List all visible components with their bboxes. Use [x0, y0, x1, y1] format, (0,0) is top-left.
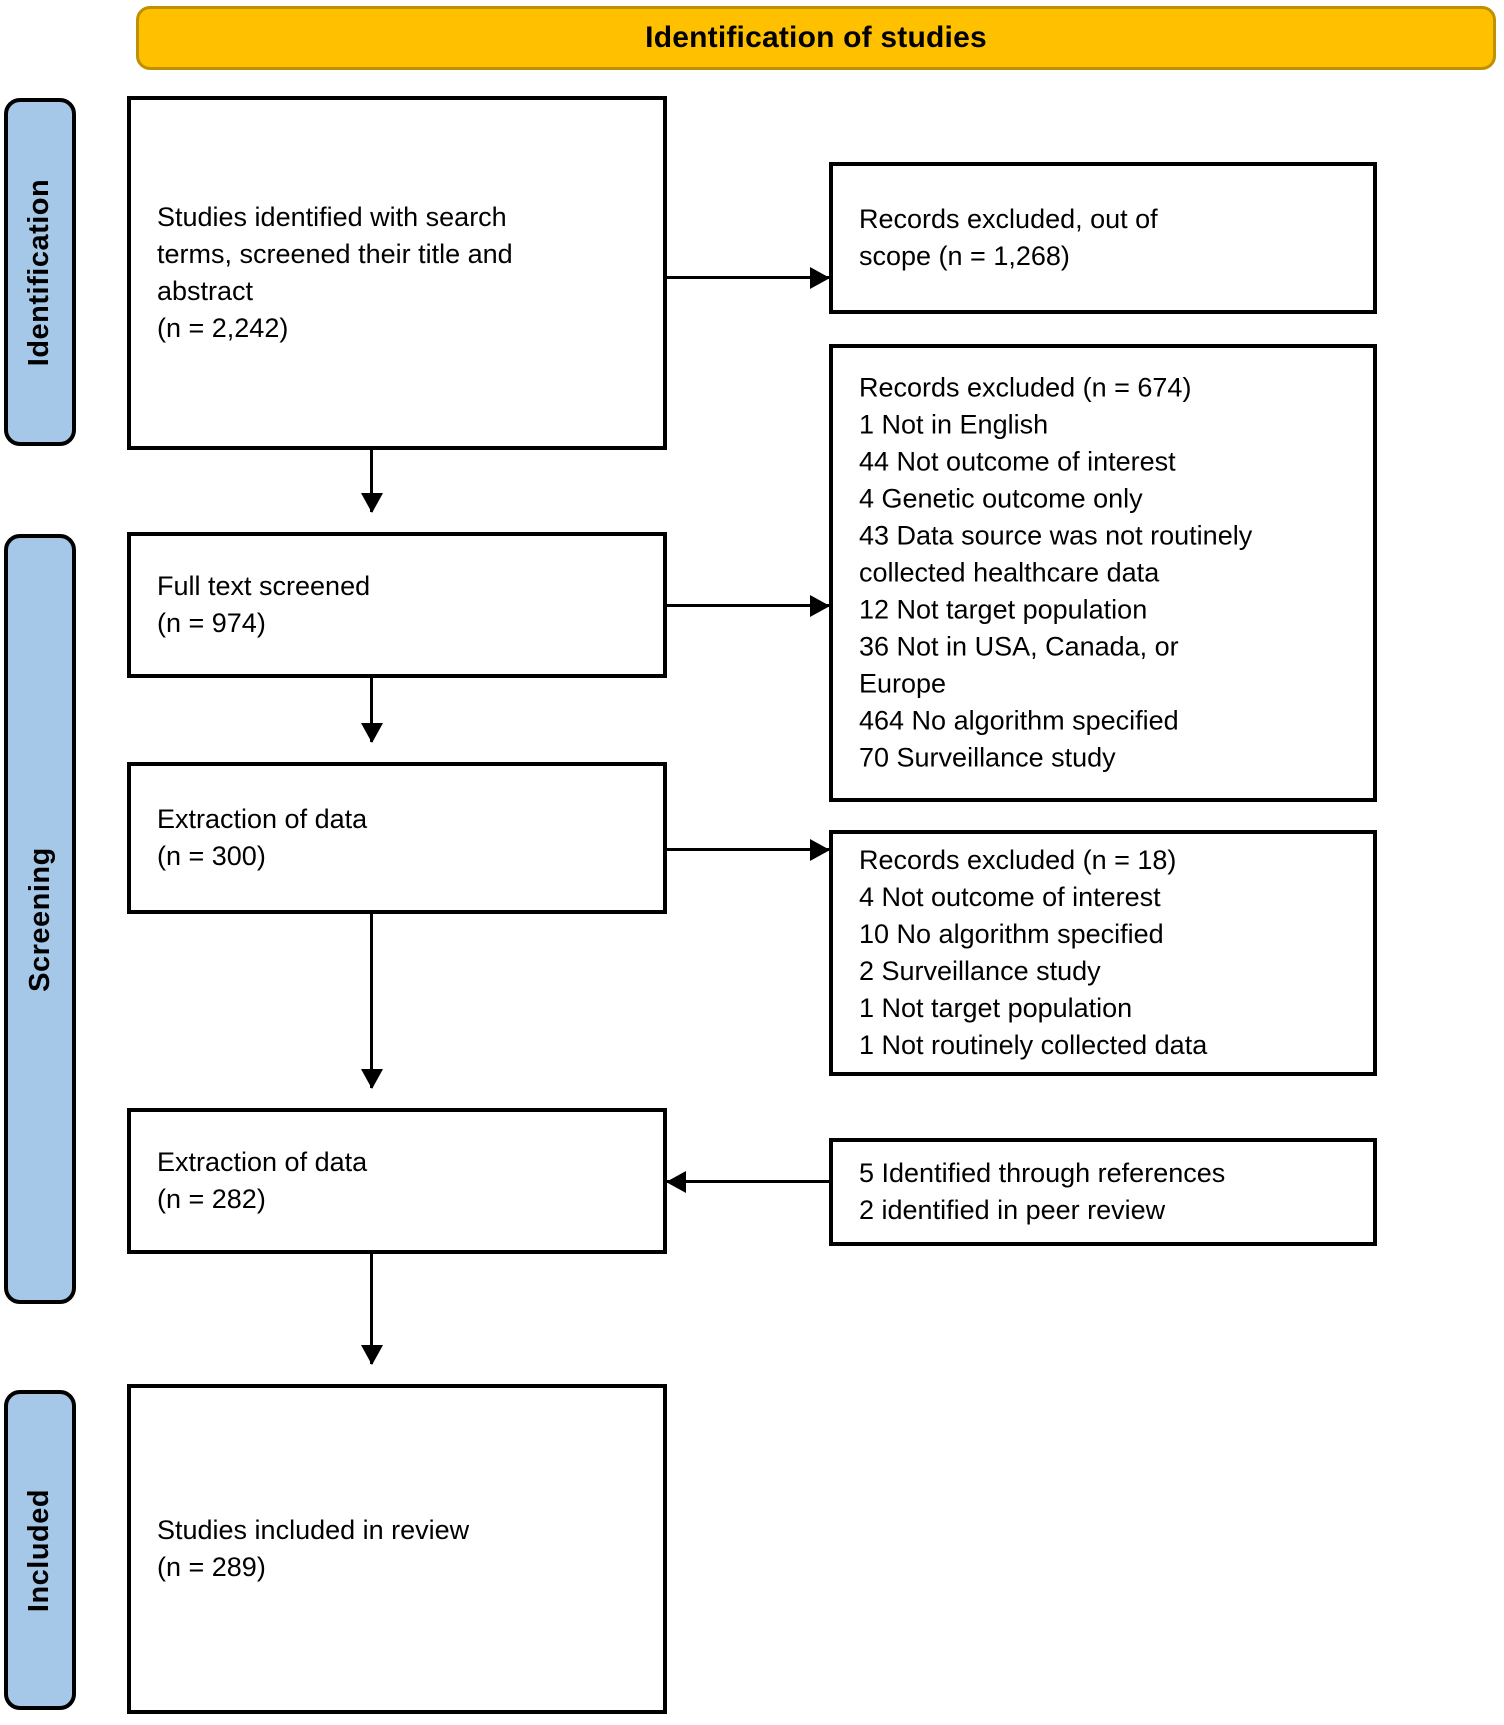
box-line: (n = 282) [157, 1184, 266, 1214]
box-line: 44 Not outcome of interest [859, 446, 1176, 477]
stage-label-identification: Identification [4, 98, 76, 446]
box-line: Extraction of data [157, 1147, 368, 1177]
box-line: scope (n = 1,268) [859, 241, 1070, 271]
box-line: Europe [859, 668, 947, 699]
box-studies-identified: Studies identified with search terms, sc… [127, 96, 667, 450]
box-full-text-screened: Full text screened (n = 974) [127, 532, 667, 678]
box-line: 5 Identified through references [859, 1158, 1226, 1188]
box-line: Records excluded, out of [859, 204, 1158, 234]
stage-label-screening: Screening [4, 534, 76, 1304]
box-line: (n = 289) [157, 1552, 266, 1582]
arrow-fulltext-to-extraction300 [370, 678, 373, 742]
box-line: Records excluded (n = 18) [859, 845, 1177, 875]
arrow-identified-to-excluded-scope [667, 276, 829, 279]
stage-label-included-text: Included [23, 1488, 56, 1612]
box-line: Extraction of data [157, 804, 368, 834]
box-records-excluded-674: Records excluded (n = 674) 1 Not in Engl… [829, 344, 1377, 802]
box-line: 12 Not target population [859, 594, 1148, 625]
box-line: (n = 300) [157, 841, 266, 871]
box-line: (n = 2,242) [157, 313, 289, 343]
box-line: Full text screened [157, 571, 371, 601]
box-line: abstract [157, 276, 254, 306]
box-line: 2 Surveillance study [859, 956, 1101, 986]
box-studies-included-in-review: Studies included in review (n = 289) [127, 1384, 667, 1714]
box-line: Studies included in review [157, 1515, 470, 1545]
box-line: Studies identified with search [157, 202, 507, 232]
arrow-references-to-extraction282 [667, 1180, 829, 1183]
arrow-extraction300-to-extraction282 [370, 914, 373, 1088]
box-line: 464 No algorithm specified [859, 705, 1179, 736]
banner-title: Identification of studies [645, 21, 987, 54]
box-line: terms, screened their title and [157, 239, 513, 269]
identification-banner: Identification of studies [136, 6, 1496, 70]
arrow-identified-to-fulltext [370, 450, 373, 512]
box-line: collected healthcare data [859, 557, 1160, 588]
box-additional-records-identified: 5 Identified through references 2 identi… [829, 1138, 1377, 1246]
arrow-fulltext-to-excluded-674 [667, 604, 829, 607]
stage-label-screening-text: Screening [23, 846, 56, 992]
box-extraction-of-data-300: Extraction of data (n = 300) [127, 762, 667, 914]
box-line: 4 Genetic outcome only [859, 483, 1143, 514]
box-line: 4 Not outcome of interest [859, 882, 1161, 912]
box-line: 70 Surveillance study [859, 742, 1116, 773]
stage-label-included: Included [4, 1390, 76, 1710]
box-line: 36 Not in USA, Canada, or [859, 631, 1179, 662]
box-line: 1 Not in English [859, 409, 1049, 440]
box-line: 2 identified in peer review [859, 1195, 1166, 1225]
box-records-excluded-out-of-scope: Records excluded, out of scope (n = 1,26… [829, 162, 1377, 314]
box-line: 43 Data source was not routinely [859, 520, 1253, 551]
arrow-extraction300-to-excluded-18 [667, 848, 829, 851]
box-line: 10 No algorithm specified [859, 919, 1164, 949]
box-line: 1 Not target population [859, 993, 1133, 1023]
box-extraction-of-data-282: Extraction of data (n = 282) [127, 1108, 667, 1254]
box-line: Records excluded (n = 674) [859, 372, 1192, 403]
box-records-excluded-18: Records excluded (n = 18) 4 Not outcome … [829, 830, 1377, 1076]
box-line: 1 Not routinely collected data [859, 1030, 1208, 1060]
box-line: (n = 974) [157, 608, 266, 638]
stage-label-identification-text: Identification [23, 178, 56, 366]
arrow-extraction282-to-included [370, 1254, 373, 1364]
